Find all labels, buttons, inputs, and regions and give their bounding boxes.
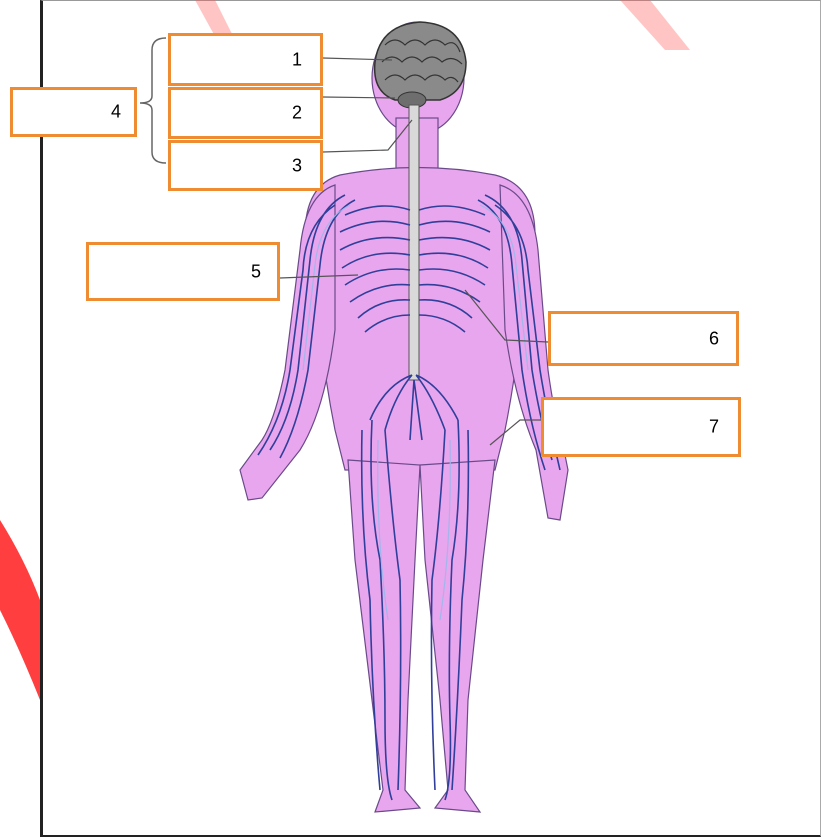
label-box-2[interactable]: 2 bbox=[168, 87, 323, 139]
label-number-4: 4 bbox=[111, 102, 121, 123]
label-box-1[interactable]: 1 bbox=[168, 33, 323, 86]
label-box-3[interactable]: 3 bbox=[168, 140, 323, 191]
label-number-7: 7 bbox=[709, 417, 719, 438]
label-box-6[interactable]: 6 bbox=[548, 311, 739, 366]
label-box-5[interactable]: 5 bbox=[86, 242, 280, 301]
spinal-cord bbox=[409, 105, 419, 380]
label-box-4[interactable]: 4 bbox=[10, 87, 137, 137]
label-number-6: 6 bbox=[709, 328, 719, 349]
group-bracket bbox=[140, 38, 166, 163]
label-number-5: 5 bbox=[251, 261, 261, 282]
red-decorative-stripe-3 bbox=[620, 0, 690, 50]
label-box-7[interactable]: 7 bbox=[541, 397, 741, 457]
label-number-1: 1 bbox=[292, 49, 302, 70]
red-decorative-stripe bbox=[0, 520, 40, 700]
label-number-2: 2 bbox=[292, 103, 302, 124]
label-number-3: 3 bbox=[292, 155, 302, 176]
